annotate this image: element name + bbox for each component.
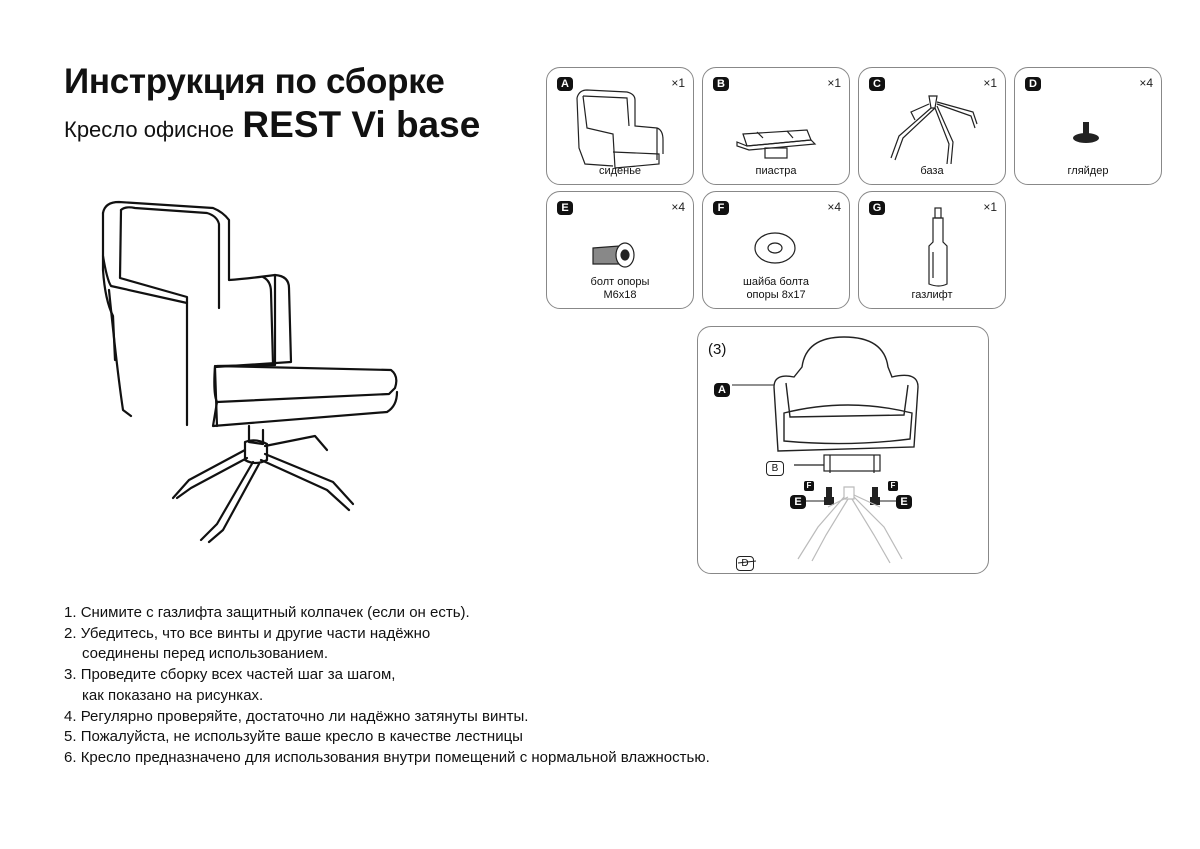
- part-card-g: G ×1 газлифт: [858, 191, 1006, 309]
- callout-e-right: E: [896, 495, 912, 509]
- product-model: REST Vi base: [242, 104, 481, 145]
- part-card-b: B ×1 пиастра: [702, 67, 850, 185]
- part-card-e: E ×4 болт опоры М6х18: [546, 191, 694, 309]
- seat-icon: [576, 89, 664, 169]
- part-badge: B: [713, 77, 729, 91]
- part-label: сиденье: [598, 165, 642, 177]
- part-badge: G: [869, 201, 885, 215]
- instruction-item: 6. Кресло предназначено для использовани…: [64, 748, 710, 766]
- chair-illustration: [101, 200, 399, 544]
- part-badge: C: [869, 77, 885, 91]
- plate-icon: [736, 129, 817, 159]
- instructions-list: 1. Снимите с газлифта защитный колпачек …: [64, 603, 710, 769]
- part-badge: E: [557, 201, 573, 215]
- callout-b: B: [766, 461, 784, 476]
- part-card-a: A ×1 сиденье: [546, 67, 694, 185]
- part-card-c: C ×1 база: [858, 67, 1006, 185]
- instruction-item: 4. Регулярно проверяйте, достаточно ли н…: [64, 707, 529, 725]
- part-label: газлифт: [911, 289, 953, 301]
- part-badge: F: [713, 201, 729, 215]
- instruction-item: 2. Убедитесь, что все винты и другие час…: [64, 624, 431, 642]
- part-label: пиастра: [755, 165, 797, 177]
- part-label: болт опоры М6х18: [590, 276, 650, 301]
- part-quantity: ×1: [983, 200, 997, 214]
- page-title: Инструкция по сборке: [64, 62, 445, 101]
- instruction-item: 1. Снимите с газлифта защитный колпачек …: [64, 604, 470, 621]
- part-card-f: F ×4 шайба болта опоры 8х17: [702, 191, 850, 309]
- part-quantity: ×1: [983, 76, 997, 90]
- gaslift-icon: [928, 207, 948, 287]
- washer-icon: [754, 232, 796, 264]
- part-quantity: ×4: [671, 200, 685, 214]
- base-icon: [890, 95, 978, 165]
- assembly-diagram: [732, 336, 919, 564]
- part-label: гляйдер: [1067, 165, 1109, 177]
- part-card-d: D ×4 гляйдер: [1014, 67, 1162, 185]
- part-quantity: ×1: [827, 76, 841, 90]
- callout-e-left: E: [790, 495, 806, 509]
- callout-f-right: F: [888, 481, 898, 491]
- instruction-continuation: соединены перед использованием.: [82, 645, 329, 663]
- part-label: база: [920, 165, 944, 177]
- bolt-icon: [592, 242, 635, 268]
- part-badge: A: [557, 77, 573, 91]
- glider-icon: [1073, 122, 1099, 143]
- part-badge: D: [1025, 77, 1041, 91]
- assembly-step-panel: (3) A B F: [697, 326, 989, 574]
- callout-f-left: F: [804, 481, 814, 491]
- callout-d: D: [736, 556, 754, 571]
- instruction-item: 5. Пожалуйста, не используйте ваше кресл…: [64, 728, 523, 746]
- part-quantity: ×4: [1139, 76, 1153, 90]
- subtitle-line: Кресло офисное REST Vi base: [64, 104, 480, 146]
- product-subtitle: Кресло офисное: [64, 117, 234, 142]
- callout-a: A: [714, 383, 730, 397]
- instruction-continuation: как показано на рисунках.: [82, 686, 264, 704]
- part-label: шайба болта опоры 8х17: [743, 276, 809, 301]
- step-number: (3): [708, 341, 727, 358]
- part-quantity: ×1: [671, 76, 685, 90]
- instruction-item: 3. Проведите сборку всех частей шаг за ш…: [64, 666, 396, 684]
- part-quantity: ×4: [827, 200, 841, 214]
